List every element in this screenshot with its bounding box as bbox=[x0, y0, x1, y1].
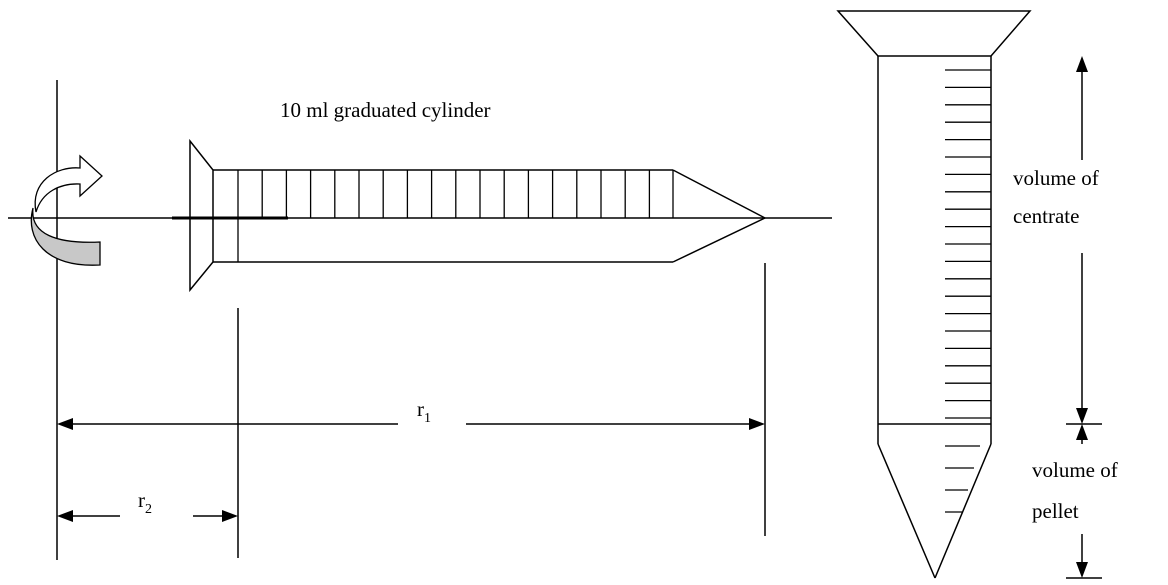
cylinder-graduation-marks bbox=[237, 170, 674, 262]
tube-graduation-marks bbox=[945, 69, 991, 513]
pellet-volume-arrow bbox=[1076, 424, 1088, 578]
vertical-graduated-tube bbox=[836, 10, 1032, 579]
r1-label: r1 bbox=[417, 397, 431, 426]
rotation-arrow-icon bbox=[30, 154, 103, 266]
pellet-label-line1: volume of bbox=[1032, 458, 1118, 482]
r2-dimension-arrow bbox=[57, 510, 238, 522]
centrate-label-line1: volume of bbox=[1013, 166, 1099, 190]
centrate-volume-arrow bbox=[1076, 56, 1088, 424]
cylinder-title-label: 10 ml graduated cylinder bbox=[280, 98, 491, 122]
r2-label: r2 bbox=[138, 488, 152, 517]
pellet-label-line2: pellet bbox=[1032, 499, 1079, 523]
horizontal-graduated-cylinder bbox=[172, 138, 766, 293]
centrate-label-line2: centrate bbox=[1013, 204, 1079, 228]
r1-dimension-arrow bbox=[57, 418, 765, 430]
